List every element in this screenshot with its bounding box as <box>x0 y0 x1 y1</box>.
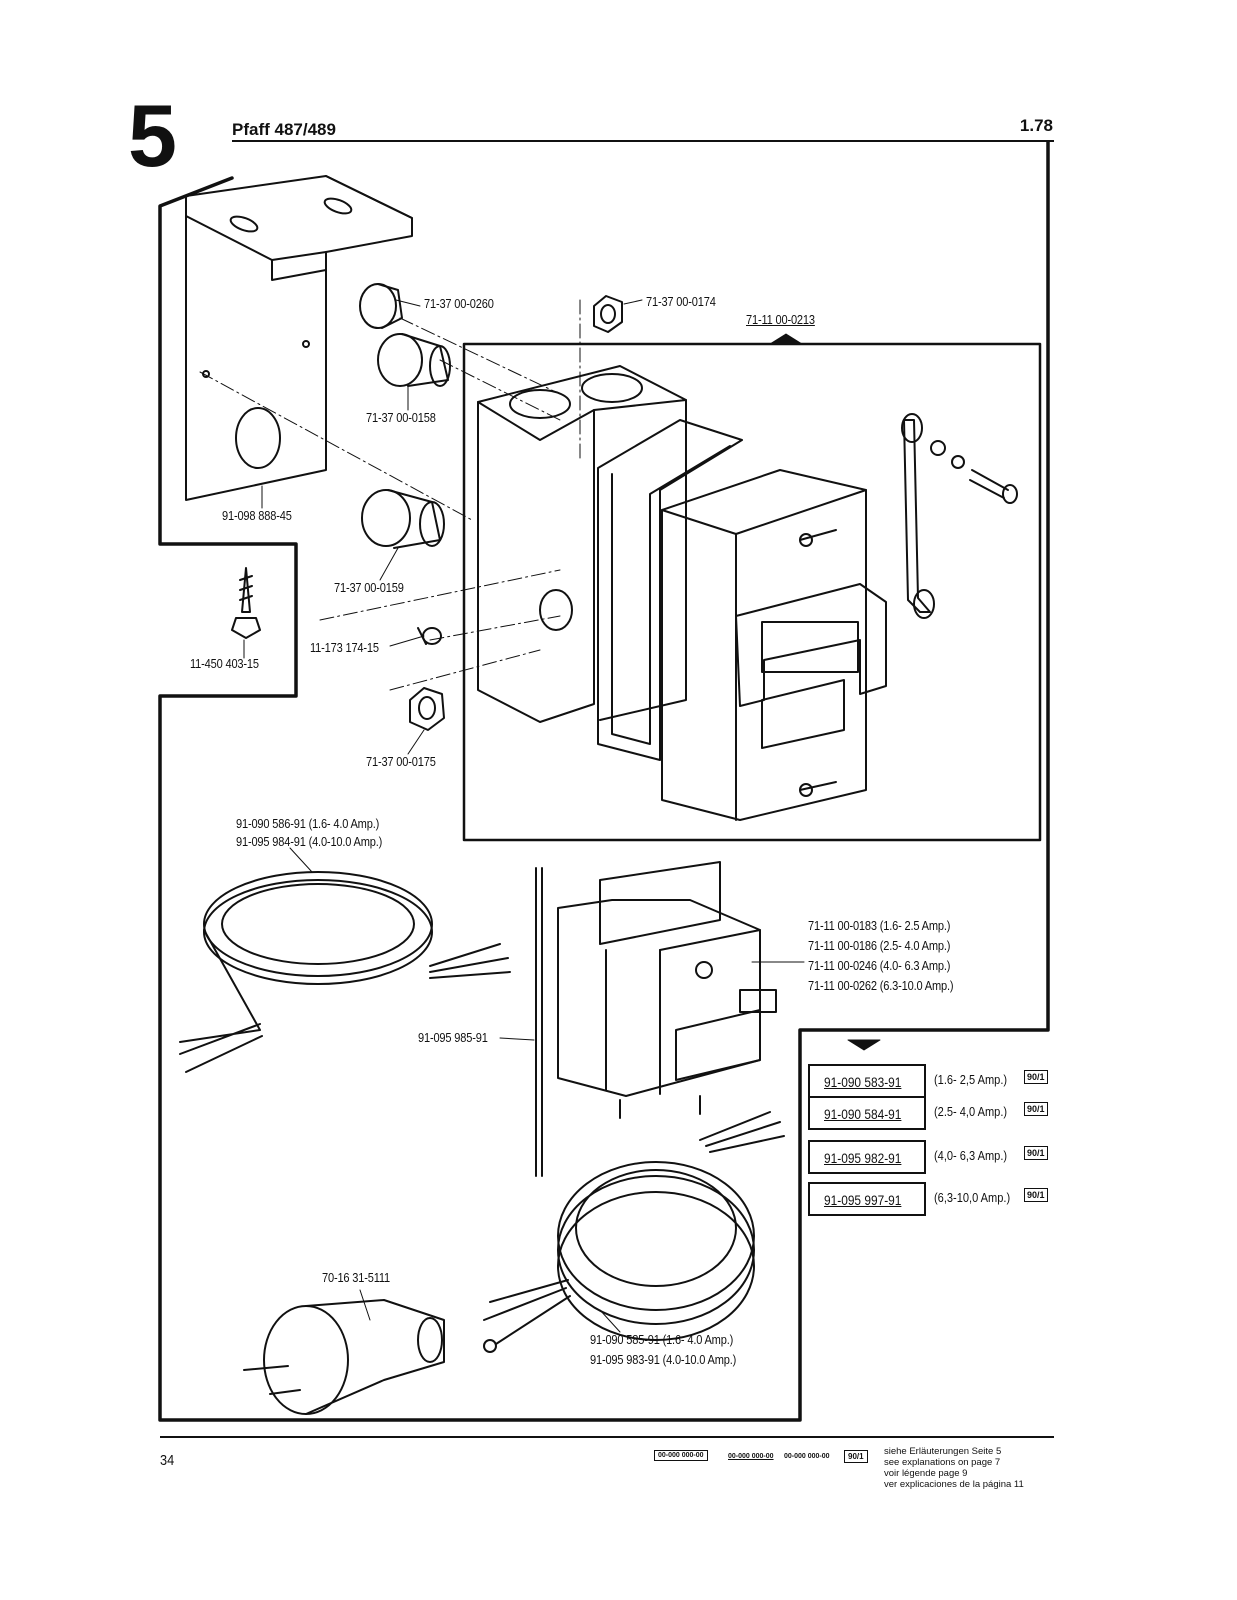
part-code-badge: 90/1 <box>1024 1146 1048 1160</box>
footer-rule <box>160 1436 1054 1438</box>
part-number: 91-095 982-91 <box>824 1150 902 1166</box>
label-bracket: 91-098 888-45 <box>222 508 292 523</box>
legend-code-badge: 90/1 <box>844 1450 868 1463</box>
page-number: 34 <box>160 1452 175 1469</box>
label-gland-small: 71-37 00-0158 <box>366 410 436 425</box>
gasket-frame <box>597 419 743 761</box>
header-rule <box>232 140 1054 142</box>
model-title: Pfaff 487/489 <box>232 120 336 139</box>
label-gland-large: 71-37 00-0159 <box>334 580 404 595</box>
note-en: see explanations on page 7 <box>884 1457 1001 1468</box>
outer-frame <box>158 140 1050 1422</box>
part-code-badge: 90/1 <box>1024 1188 1048 1202</box>
legend-boxed-part: 00-000 000-00 <box>654 1450 708 1461</box>
housing-assembly-frame <box>462 342 1042 842</box>
part-number: 91-090 583-91 <box>824 1074 902 1090</box>
part-number: 91-090 584-91 <box>824 1106 902 1122</box>
label-cable-top-1: 91-090 586-91 (1.6- 4.0 Amp.) <box>236 816 380 831</box>
power-cable-top <box>179 871 511 1073</box>
label-switch-1: 71-11 00-0183 (1.6- 2.5 Amp.) <box>808 918 951 933</box>
note-es: ver explicaciones de la página 11 <box>884 1479 1024 1490</box>
cable-gland-large <box>361 489 445 549</box>
label-cable-bottom-2: 91-095 983-91 (4.0-10.0 Amp.) <box>590 1352 737 1367</box>
label-nut-top: 71-37 00-0174 <box>646 294 716 309</box>
small-screw <box>417 627 442 645</box>
power-cable-bottom <box>483 1111 785 1353</box>
motor-protection-switch <box>557 861 777 1119</box>
part-range: (4,0- 6,3 Amp.) <box>934 1148 1008 1163</box>
label-small-screw: 11-173 174-15 <box>310 640 379 655</box>
part-range: (2.5- 4,0 Amp.) <box>934 1104 1008 1119</box>
part-number-box: 91-090 584-91 <box>808 1096 926 1130</box>
part-code-badge: 90/1 <box>1024 1070 1048 1084</box>
label-plug: 70-16 31-5111 <box>322 1270 391 1285</box>
cable-gland-small <box>377 333 451 387</box>
legend-underlined-part: 00-000 000-00 <box>728 1453 774 1460</box>
explanation-notes: siehe Erläuterungen Seite 5 see explanat… <box>884 1446 1024 1490</box>
part-number: 91-095 997-91 <box>824 1192 902 1208</box>
label-switch-3: 71-11 00-0246 (4.0- 6.3 Amp.) <box>808 958 951 973</box>
label-switch-2: 71-11 00-0186 (2.5- 4.0 Amp.) <box>808 938 951 953</box>
label-nut-bottom: 71-37 00-0175 <box>366 754 436 769</box>
bridge-wire <box>535 867 543 1177</box>
terminal-strap <box>901 413 1018 619</box>
enclosure-box <box>477 365 687 723</box>
label-housing-assembly: 71-11 00-0213 <box>746 312 815 327</box>
part-table-row: 91-095 982-91 (4,0- 6,3 Amp.) 90/1 <box>808 1140 1068 1176</box>
nut-top <box>593 295 623 333</box>
section-number: 5 <box>128 86 177 185</box>
part-table-row: 91-095 997-91 (6,3-10,0 Amp.) 90/1 <box>808 1182 1068 1218</box>
part-range: (6,3-10,0 Amp.) <box>934 1190 1011 1205</box>
label-bridge-wire: 91-095 985-91 <box>418 1030 488 1045</box>
note-de: siehe Erläuterungen Seite 5 <box>884 1446 1002 1457</box>
part-code-badge: 90/1 <box>1024 1102 1048 1116</box>
mounting-bracket <box>185 175 413 501</box>
part-table-row: 91-090 584-91 (2.5- 4,0 Amp.) 90/1 <box>808 1096 1068 1132</box>
edition-date: 1.78 <box>1019 116 1053 135</box>
legend-plain-part: 00-000 000-00 <box>784 1453 830 1460</box>
schuko-plug <box>243 1299 445 1415</box>
nut-bottom <box>409 687 445 731</box>
part-number-box: 91-095 997-91 <box>808 1182 926 1216</box>
label-switch-4: 71-11 00-0262 (6.3-10.0 Amp.) <box>808 978 954 993</box>
part-table-row: 91-090 583-91 (1.6- 2,5 Amp.) 90/1 <box>808 1064 1068 1100</box>
label-bushing-top: 71-37 00-0260 <box>424 296 494 311</box>
bushing-top <box>359 283 403 329</box>
label-wood-screw: 11-450 403-15 <box>190 656 259 671</box>
part-number-box: 91-090 583-91 <box>808 1064 926 1098</box>
label-cable-bottom-1: 91-090 585-91 (1.6- 4.0 Amp.) <box>590 1332 734 1347</box>
part-range: (1.6- 2,5 Amp.) <box>934 1072 1008 1087</box>
switch-cover <box>661 469 887 821</box>
wood-screw <box>231 567 261 639</box>
note-fr: voir légende page 9 <box>884 1468 968 1479</box>
part-number-box: 91-095 982-91 <box>808 1140 926 1174</box>
label-cable-top-2: 91-095 984-91 (4.0-10.0 Amp.) <box>236 834 383 849</box>
